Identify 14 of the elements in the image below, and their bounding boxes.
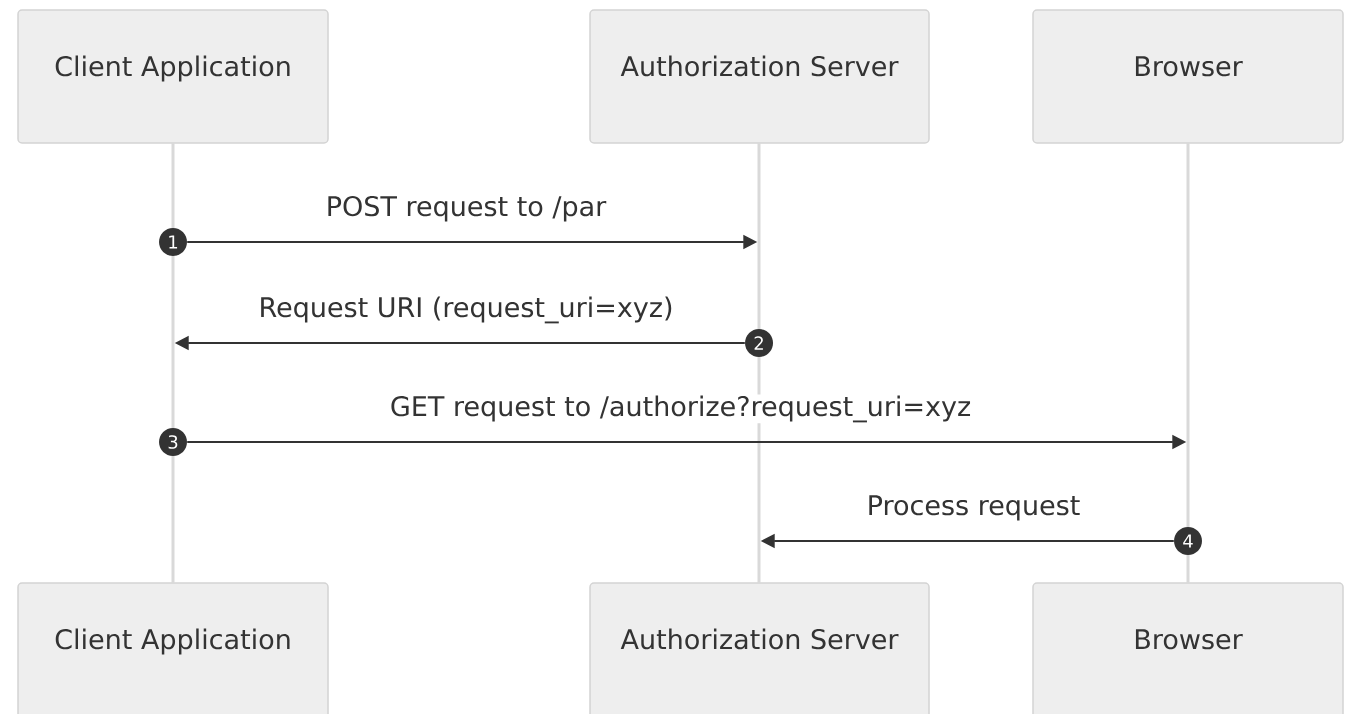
message-label: POST request to /par: [324, 194, 608, 223]
step-number: 3: [159, 428, 187, 456]
participant-box: Authorization Server: [589, 582, 930, 714]
message-label: Request URI (request_uri=xyz): [257, 295, 675, 325]
message-label: GET request to /authorize?request_uri=xyz: [388, 394, 973, 424]
participant-box: Browser: [1032, 9, 1344, 144]
message-label: Process request: [865, 494, 1082, 522]
participant-box: Client Application: [17, 9, 329, 144]
participant-box: Authorization Server: [589, 9, 930, 144]
step-number: 2: [745, 329, 773, 357]
participant-box: Browser: [1032, 582, 1344, 714]
participant-box: Client Application: [17, 582, 329, 714]
step-number: 1: [159, 228, 187, 256]
step-number: 4: [1174, 527, 1202, 555]
